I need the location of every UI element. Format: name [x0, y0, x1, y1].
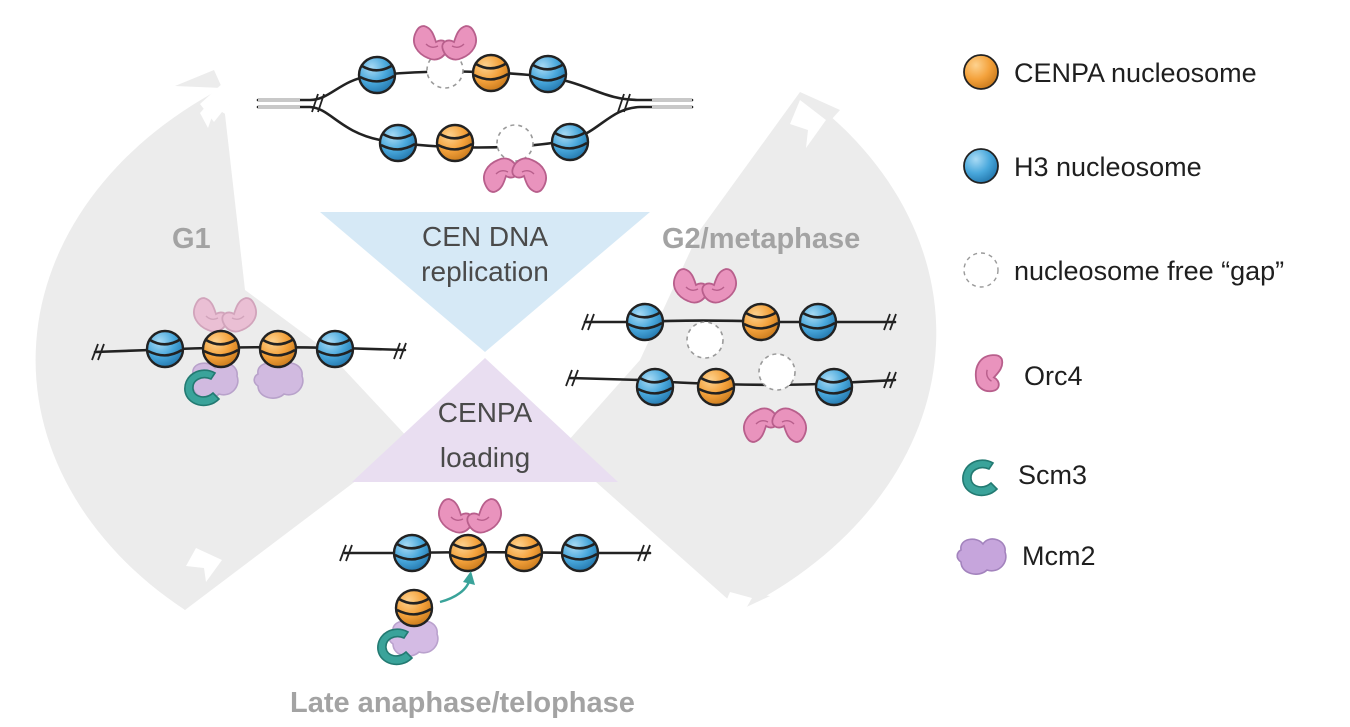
orc4-complex	[414, 26, 476, 60]
phase-label-g2: G2/metaphase	[662, 223, 860, 255]
nucleosome-gap	[496, 124, 534, 162]
h3-nucleosome	[560, 533, 600, 573]
g1-chromatin	[91, 298, 407, 407]
h3-nucleosome	[145, 329, 185, 369]
cycle-arc-right	[560, 92, 937, 610]
replication-bubble	[256, 26, 694, 192]
h3-nucleosome	[378, 123, 418, 163]
phase-label-g1: G1	[172, 223, 211, 255]
late-chromatin	[339, 499, 652, 666]
cenpa-nucleosome	[201, 329, 241, 369]
legend-item-h3: H3 nucleosome	[963, 148, 1202, 184]
legend-label-h3: H3 nucleosome	[1014, 152, 1202, 182]
orc4-icon	[966, 349, 1015, 398]
loading-label-line2: loading	[440, 442, 530, 473]
h3-nucleosome	[550, 122, 590, 162]
cenpa-nucleosome	[504, 533, 544, 573]
h3-nucleosome	[315, 329, 355, 369]
cenpa-nucleosome	[471, 53, 511, 93]
cycle-arrowheads	[186, 82, 826, 612]
cenpa-nucleosome-icon	[963, 54, 999, 90]
replication-label-line1: CEN DNA	[422, 221, 548, 252]
cenpa-nucleosome	[435, 123, 475, 163]
loading-arrow-head	[463, 571, 475, 585]
legend-item-orc4: Orc4	[966, 349, 1083, 398]
h3-nucleosome	[625, 302, 665, 342]
legend-label-cenpa: CENPA nucleosome	[1014, 58, 1257, 88]
legend-item-scm3: Scm3	[962, 459, 1087, 497]
nucleosome-gap	[686, 321, 724, 359]
loading-triangle	[352, 358, 618, 482]
h3-nucleosome	[528, 54, 568, 94]
loading-label-line1: CENPA	[438, 397, 533, 428]
scm3-icon	[962, 459, 998, 497]
gap-icon	[963, 252, 999, 288]
h3-nucleosome-icon	[963, 148, 999, 184]
g2-chromatin	[565, 269, 897, 442]
legend-label-scm3: Scm3	[1018, 460, 1087, 490]
legend-label-orc4: Orc4	[1024, 361, 1083, 391]
h3-nucleosome	[392, 533, 432, 573]
orc4-complex	[484, 158, 546, 192]
phase-label-late: Late anaphase/telophase	[290, 687, 635, 719]
legend-item-gap: nucleosome free “gap”	[963, 252, 1284, 288]
legend-label-gap: nucleosome free “gap”	[1014, 256, 1284, 286]
legend-item-cenpa: CENPA nucleosome	[963, 54, 1257, 90]
h3-nucleosome	[798, 302, 838, 342]
nucleosome-gap	[758, 353, 796, 391]
orc4-complex	[439, 499, 501, 533]
replication-label-line2: replication	[421, 256, 549, 287]
h3-nucleosome	[635, 367, 675, 407]
cenpa-nucleosome	[258, 329, 298, 369]
h3-nucleosome	[814, 367, 854, 407]
h3-nucleosome	[357, 55, 397, 95]
legend: CENPA nucleosome H3 nucleosome nucleosom…	[956, 54, 1284, 575]
mcm2-icon	[956, 538, 1007, 575]
cenpa-nucleosome	[741, 302, 781, 342]
mcm2-protein	[253, 362, 304, 399]
legend-label-mcm2: Mcm2	[1022, 541, 1096, 571]
legend-item-mcm2: Mcm2	[956, 538, 1096, 575]
replication-triangle	[320, 212, 650, 352]
cenpa-nucleosome	[696, 367, 736, 407]
cenpa-nucleosome-incoming	[394, 588, 434, 628]
cenpa-nucleosome	[448, 533, 488, 573]
